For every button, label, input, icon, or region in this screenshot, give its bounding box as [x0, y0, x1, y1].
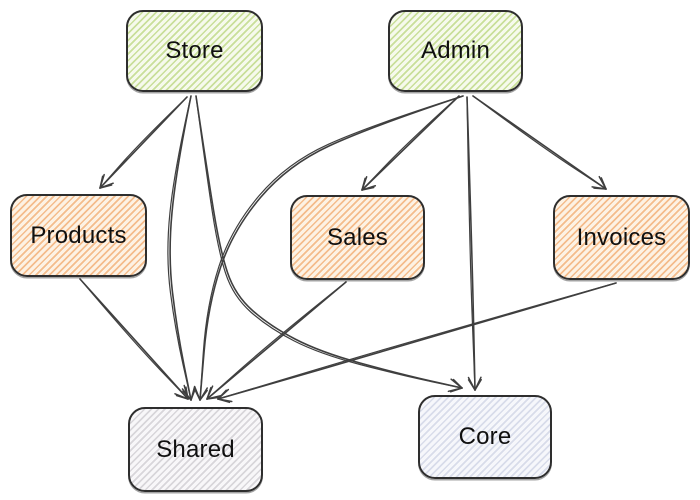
- node-admin-label: Admin: [420, 37, 491, 64]
- edge-admin-shared: [193, 95, 464, 401]
- edge-products-shared: [79, 278, 189, 400]
- node-products: Products: [10, 194, 147, 277]
- node-store-label: Store: [165, 37, 224, 64]
- node-core-label: Core: [458, 423, 512, 450]
- edge-sales-shared: [206, 281, 347, 400]
- node-admin: Admin: [388, 10, 523, 92]
- edge-admin-core: [466, 96, 482, 391]
- node-invoices-label: Invoices: [576, 223, 667, 251]
- node-shared: Shared: [128, 407, 263, 492]
- edge-invoices-shared: [217, 282, 617, 404]
- edge-admin-invoices: [472, 95, 607, 190]
- node-shared-label: Shared: [156, 435, 235, 463]
- node-sales: Sales: [290, 195, 425, 280]
- node-core: Core: [418, 395, 552, 479]
- node-invoices: Invoices: [553, 195, 690, 280]
- node-sales-label: Sales: [326, 223, 389, 251]
- edge-store-shared: [167, 95, 197, 401]
- node-products-label: Products: [30, 221, 127, 249]
- edge-store-core: [195, 95, 463, 393]
- edge-store-products: [99, 96, 188, 189]
- node-store: Store: [126, 10, 263, 92]
- edge-admin-sales: [361, 95, 460, 191]
